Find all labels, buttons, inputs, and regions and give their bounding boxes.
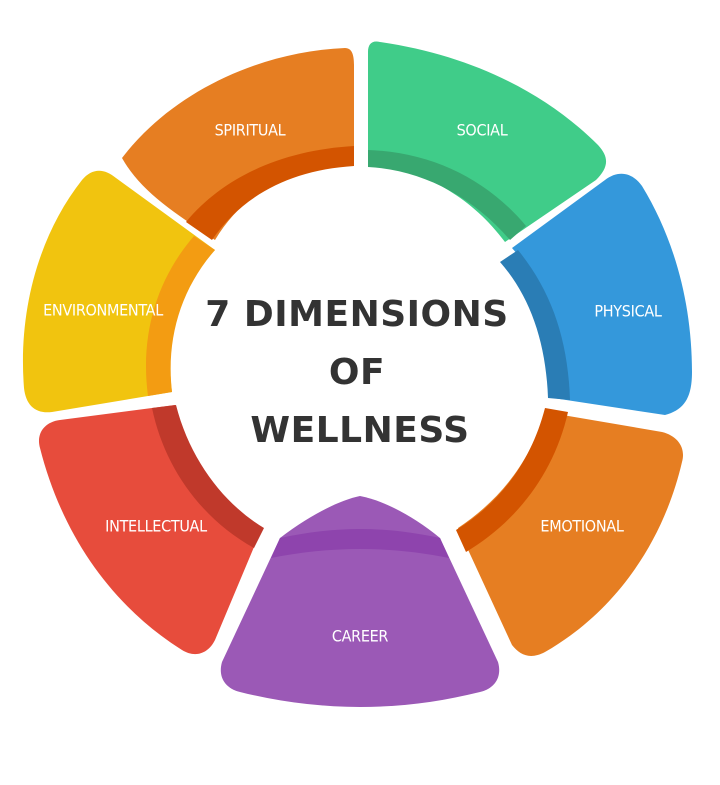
segment-emotional-shape [458,412,684,656]
segment-spiritual-label: SPIRITUAL [215,121,286,140]
segment-environmental-band [145,236,215,396]
segment-physical-band [500,250,570,400]
center-title-line-2: OF [329,352,385,393]
segment-physical: PHYSICAL [500,173,692,415]
segment-spiritual-shape [122,48,354,240]
segment-intellectual: INTELLECTUAL [38,405,264,655]
segment-spiritual: SPIRITUAL [122,48,354,240]
segment-career-label: CAREER [332,627,389,646]
segment-career: CAREER [220,496,500,707]
segment-intellectual-band [152,405,264,548]
segment-career-band [271,529,449,558]
segment-emotional-band [456,408,568,552]
segment-social-band [368,150,526,240]
segment-environmental-label: ENVIRONMENTAL [43,301,163,320]
segment-emotional-label: EMOTIONAL [540,517,623,536]
segment-social: SOCIAL [368,41,607,243]
center-title: 7 DIMENSIONS OF WELLNESS [205,294,508,451]
segment-emotional: EMOTIONAL [456,408,684,656]
segment-social-label: SOCIAL [457,121,508,140]
segment-environmental: ENVIRONMENTAL [22,170,215,413]
segment-physical-label: PHYSICAL [594,302,661,321]
segment-intellectual-label: INTELLECTUAL [105,517,207,536]
segment-spiritual-band [186,146,354,240]
segment-social-shape [368,41,607,243]
segment-intellectual-shape [38,405,262,655]
center-title-line-3: WELLNESS [250,410,469,451]
center-title-line-1: 7 DIMENSIONS [205,294,508,335]
